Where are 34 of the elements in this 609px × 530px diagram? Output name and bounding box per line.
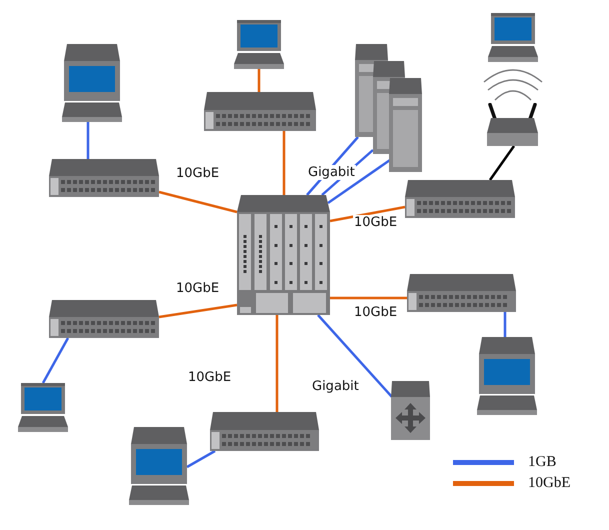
network-cable bbox=[327, 158, 391, 204]
network-switch-drawing bbox=[204, 92, 316, 131]
laptop-drawing bbox=[488, 13, 538, 62]
network-cable bbox=[282, 131, 286, 195]
network-switch-drawing bbox=[407, 274, 516, 312]
edge-label: Gigabit bbox=[307, 165, 356, 180]
network-cable bbox=[186, 450, 216, 468]
network-cable bbox=[158, 304, 238, 318]
desktop-computer-drawing bbox=[62, 44, 122, 122]
server-tower-drawing bbox=[389, 78, 422, 172]
edge-label: Gigabit bbox=[311, 379, 360, 394]
chassis-switch-drawing bbox=[237, 195, 330, 315]
network-cable bbox=[158, 190, 238, 214]
legend-label: 10GbE bbox=[528, 475, 570, 492]
network-switch-drawing bbox=[49, 159, 159, 197]
network-cable bbox=[330, 296, 407, 300]
network-cable bbox=[258, 69, 260, 92]
wireless-router-drawing bbox=[487, 103, 538, 146]
network-cable bbox=[317, 314, 393, 398]
laptop-drawing bbox=[18, 383, 68, 432]
legend-label: 1GB bbox=[528, 454, 556, 471]
laptop-drawing bbox=[234, 20, 284, 69]
desktop-computer-drawing bbox=[129, 427, 189, 505]
network-cable bbox=[330, 206, 406, 222]
desktop-computer-drawing bbox=[477, 337, 537, 415]
router-drawing bbox=[391, 381, 430, 440]
network-switch-drawing bbox=[405, 180, 515, 218]
network-cable bbox=[488, 145, 516, 181]
network-cable bbox=[42, 337, 70, 384]
network-switch-drawing bbox=[49, 300, 159, 338]
network-cable bbox=[86, 122, 90, 159]
network-cable bbox=[504, 312, 506, 337]
network-switch-drawing bbox=[210, 412, 319, 451]
network-cable bbox=[276, 315, 278, 412]
